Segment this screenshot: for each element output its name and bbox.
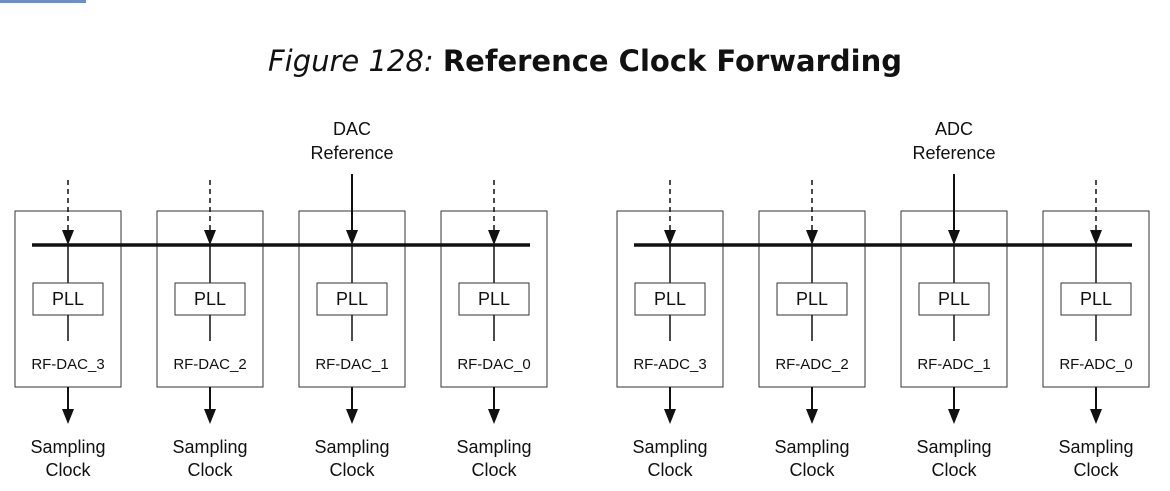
pll-label: PLL (796, 289, 828, 309)
tile-name-label: RF-DAC_0 (457, 356, 530, 373)
dashed-input-arrow (1090, 230, 1102, 245)
reference-arrow (346, 230, 358, 245)
pll-box (458, 282, 530, 316)
tile-name-label: RF-ADC_0 (1059, 356, 1132, 373)
output-label: Sampling (1058, 437, 1133, 457)
output-arrow (204, 409, 216, 424)
dashed-input-arrow (62, 230, 74, 245)
reference-label: ADC (935, 119, 973, 139)
output-arrow (948, 409, 960, 424)
tile-name-label: RF-DAC_3 (31, 356, 104, 373)
output-label: Clock (647, 460, 693, 480)
output-arrow (806, 409, 818, 424)
output-label: Sampling (172, 437, 247, 457)
pll-box (32, 282, 104, 316)
output-label: Sampling (314, 437, 389, 457)
corner-accent-bar (0, 0, 86, 3)
pll-label: PLL (938, 289, 970, 309)
output-label: Clock (329, 460, 375, 480)
tile-name-label: RF-ADC_1 (917, 356, 990, 373)
output-label: Sampling (456, 437, 531, 457)
pll-label: PLL (1080, 289, 1112, 309)
pll-box (174, 282, 246, 316)
output-arrow (346, 409, 358, 424)
dashed-input-arrow (806, 230, 818, 245)
dashed-input-arrow (488, 230, 500, 245)
output-arrow (62, 409, 74, 424)
output-arrow (488, 409, 500, 424)
figure-name: Reference Clock Forwarding (442, 44, 903, 78)
output-arrow (1090, 409, 1102, 424)
tile-name-label: RF-DAC_1 (315, 356, 388, 373)
reference-label: Reference (310, 143, 393, 163)
output-label: Sampling (632, 437, 707, 457)
output-label: Clock (187, 460, 233, 480)
pll-label: PLL (336, 289, 368, 309)
tile-name-label: RF-DAC_2 (173, 356, 246, 373)
reference-label: Reference (912, 143, 995, 163)
output-label: Clock (789, 460, 835, 480)
figure-label: Figure 128: (267, 44, 434, 78)
output-label: Sampling (774, 437, 849, 457)
output-label: Sampling (30, 437, 105, 457)
output-label: Clock (45, 460, 91, 480)
pll-label: PLL (654, 289, 686, 309)
output-label: Clock (1073, 460, 1119, 480)
output-label: Clock (931, 460, 977, 480)
reference-label: DAC (333, 119, 371, 139)
pll-label: PLL (194, 289, 226, 309)
pll-box (918, 282, 990, 316)
pll-label: PLL (478, 289, 510, 309)
output-label: Sampling (916, 437, 991, 457)
dashed-input-arrow (204, 230, 216, 245)
tile-name-label: RF-ADC_2 (775, 356, 848, 373)
dashed-input-arrow (664, 230, 676, 245)
pll-box (316, 282, 388, 316)
tile-name-label: RF-ADC_3 (633, 356, 706, 373)
reference-arrow (948, 230, 960, 245)
figure-title: Figure 128: Reference Clock Forwarding (0, 44, 1170, 78)
output-arrow (664, 409, 676, 424)
output-label: Clock (471, 460, 517, 480)
pll-label: PLL (52, 289, 84, 309)
